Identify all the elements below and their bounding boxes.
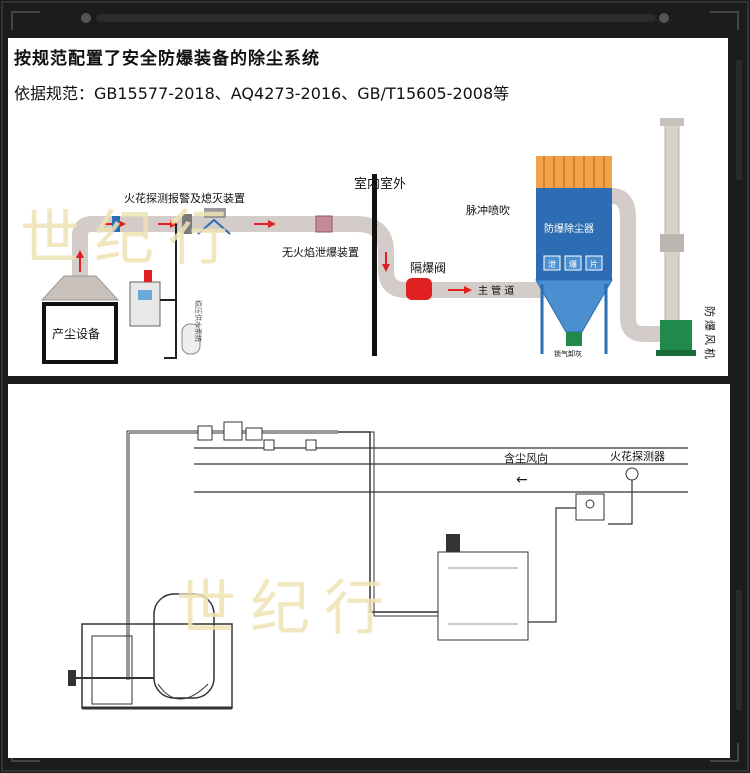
extinguish-valve bbox=[204, 208, 226, 218]
frame-corner-br bbox=[710, 743, 739, 762]
nozzle-1 bbox=[263, 439, 275, 451]
pump-unit bbox=[91, 635, 133, 705]
flow-arrow-1-head bbox=[76, 250, 84, 258]
main-duct-label: 主 管 道 bbox=[478, 284, 514, 297]
amplifier-cable bbox=[528, 507, 576, 623]
fan-base bbox=[656, 350, 696, 356]
standards-text: 依据规范：GB15577-2018、AQ4273-2016、GB/T15605-… bbox=[14, 84, 510, 103]
alarm-beacon bbox=[144, 270, 152, 282]
isolation-valve-label: 隔爆阀 bbox=[410, 261, 446, 275]
frame-corner-tr bbox=[710, 11, 739, 30]
dust-source-label: 产尘设备 bbox=[52, 327, 100, 341]
flow-arrow-3-head bbox=[170, 220, 178, 228]
isolation-valve bbox=[406, 278, 432, 300]
frame-side-bar-top bbox=[736, 60, 742, 180]
vent-panel-label-1: 泄 bbox=[548, 259, 556, 269]
cabinet-screen bbox=[138, 290, 152, 300]
frame-dot-left bbox=[81, 13, 91, 23]
stack-flange bbox=[660, 234, 684, 252]
airflow-arrow: ← bbox=[516, 472, 528, 488]
flameless-vent-device bbox=[315, 215, 333, 233]
water-supply-label: 稳压供水系统 bbox=[194, 300, 203, 342]
indoor-label: 室内 bbox=[354, 176, 380, 192]
vent-panel-2 bbox=[564, 255, 582, 271]
exhaust-stack bbox=[664, 123, 680, 335]
watermark-bottom: 世纪行 bbox=[176, 574, 398, 644]
cabinet-beacon bbox=[446, 534, 460, 552]
spark-alarm-label: 火花探测报警及熄灭装置 bbox=[124, 191, 245, 205]
water-supply-tank bbox=[181, 323, 201, 355]
frame-side-bar-bottom bbox=[736, 590, 742, 710]
inlet-flange bbox=[68, 670, 76, 686]
water-pipe-inner bbox=[127, 431, 338, 680]
signal-wire-lower bbox=[370, 431, 438, 617]
control-cabinet bbox=[437, 551, 529, 641]
explosion-proof-fan bbox=[660, 320, 692, 354]
bottom-diagram-panel: 含尘风向 ← 火花探测器 bbox=[8, 384, 730, 758]
amplifier-knob bbox=[585, 499, 595, 509]
detector-amplifier bbox=[575, 493, 605, 521]
bottom-diagram-svg: 含尘风向 ← 火花探测器 bbox=[68, 421, 688, 710]
pressure-tank bbox=[153, 593, 215, 699]
frame-corner-tl bbox=[11, 11, 40, 30]
collector-hopper bbox=[535, 279, 613, 333]
airflow-label: 含尘风向 bbox=[504, 451, 548, 465]
alarm-control-cabinet bbox=[129, 281, 161, 327]
flow-arrow-4-head bbox=[268, 220, 276, 228]
spark-detector-sensor bbox=[625, 467, 639, 481]
top-diagram-panel: 按规范配置了安全防爆装备的除尘系统 依据规范：GB15577-2018、AQ42… bbox=[8, 38, 728, 376]
frame-dot-right bbox=[659, 13, 669, 23]
spark-detector-label: 火花探测器 bbox=[610, 450, 665, 463]
flow-arrow-5-head bbox=[382, 264, 390, 272]
vent-panel-label-2: 爆 bbox=[569, 259, 577, 269]
extinguish-nozzle bbox=[182, 214, 192, 234]
flow-arrow-6-head bbox=[464, 286, 472, 294]
wall-line bbox=[372, 174, 377, 356]
frame-top-bar bbox=[96, 14, 656, 22]
pulse-jet-label: 脉冲喷吹 bbox=[466, 203, 510, 217]
airlock-valve bbox=[566, 332, 582, 346]
filter-stripes bbox=[543, 156, 605, 188]
valve-1 bbox=[197, 425, 213, 441]
vent-panel-label-3: 片 bbox=[590, 259, 598, 269]
valve-3 bbox=[245, 427, 263, 441]
airlock-label: 锁气卸灰 bbox=[554, 349, 582, 358]
valve-2 bbox=[223, 421, 243, 441]
water-line bbox=[164, 228, 177, 359]
collection-hood bbox=[40, 275, 120, 301]
collector-label: 防爆除尘器 bbox=[544, 222, 594, 235]
vent-panel-3 bbox=[585, 255, 603, 271]
nozzle-2 bbox=[305, 439, 317, 451]
watermark-top: 世纪行 bbox=[20, 204, 242, 274]
spray-lines bbox=[197, 218, 231, 235]
stack-cap bbox=[660, 118, 684, 126]
vent-panel-1 bbox=[543, 255, 561, 271]
spark-detector-1 bbox=[112, 216, 120, 232]
tank-pipe bbox=[157, 683, 209, 700]
signal-wire-upper bbox=[338, 431, 438, 613]
duct-outlet bbox=[611, 188, 668, 342]
flameless-vent-label: 无火焰泄爆装置 bbox=[282, 245, 359, 259]
detector-cable bbox=[608, 480, 633, 525]
duct-main bbox=[72, 216, 548, 298]
page-title: 按规范配置了安全防爆装备的除尘系统 bbox=[14, 49, 320, 69]
dust-source-equipment bbox=[42, 302, 118, 364]
outdoor-label: 室外 bbox=[380, 176, 406, 192]
top-diagram-svg: 火花探测报警及熄灭装置 无火焰泄爆装置 室内 室外 脉冲喷吹 防爆除尘器 泄 爆… bbox=[40, 118, 717, 364]
fan-label: 防爆风机 bbox=[703, 306, 717, 362]
